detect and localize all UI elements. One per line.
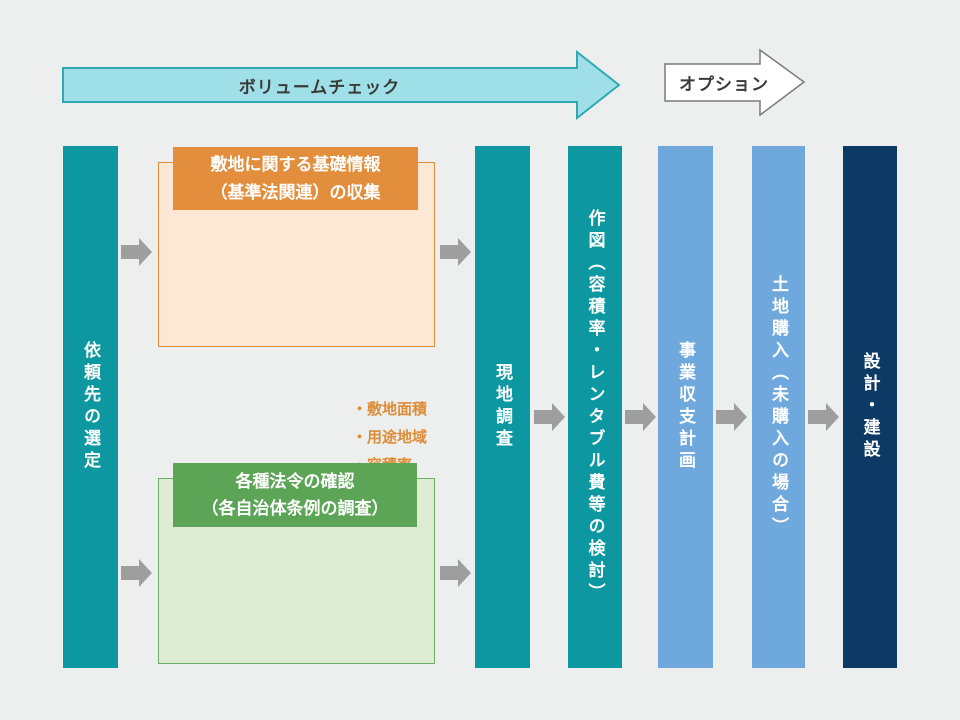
stage-bar-site-survey: 現地調査 (475, 146, 530, 668)
stage-bar-business-plan: 事業収支計画 (658, 146, 713, 668)
site-info-box-title: 敷地に関する基礎情報 （基準法関連）の収集 (173, 147, 418, 210)
flow-arrow-icon (440, 238, 471, 266)
site-info-title-line1: 敷地に関する基礎情報 (210, 155, 381, 175)
flow-arrow-icon (534, 403, 565, 431)
stage-label-design-construction: 設計・建設 (860, 352, 880, 462)
list-item: ・敷地面積 (352, 401, 428, 418)
flow-arrow-icon (716, 403, 747, 431)
option-label: オプション (679, 75, 769, 94)
stage-label-land-purchase: 土地購入（未購入の場合） (769, 275, 788, 539)
stage-label-site-survey: 現地調査 (493, 363, 512, 451)
volume-check-label: ボリュームチェック (238, 77, 401, 97)
stage-label-drafting: 作図（容積率・レンタブル費等の検討） (585, 209, 605, 605)
laws-info-box-title: 各種法令の確認 （各自治体条例の調査） (173, 463, 417, 527)
flow-arrow-icon (808, 403, 839, 431)
laws-title-line1: 各種法令の確認 (235, 471, 355, 491)
flow-arrow-icon (121, 559, 152, 587)
option-arrow-icon (664, 48, 806, 117)
stage-label-business-plan: 事業収支計画 (676, 341, 695, 473)
stage-label-client-selection: 依頼先の選定 (81, 341, 100, 473)
stage-bar-design-construction: 設計・建設 (843, 146, 897, 668)
stage-bar-client-selection: 依頼先の選定 (63, 146, 118, 668)
flow-arrow-icon (121, 238, 152, 266)
site-info-title-line2: （基準法関連）の収集 (210, 182, 381, 202)
stage-bar-drafting: 作図（容積率・レンタブル費等の検討） (568, 146, 622, 668)
list-item: ・用途地域 (352, 429, 428, 446)
flow-arrow-icon (440, 559, 471, 587)
flow-arrow-icon (625, 403, 656, 431)
volume-check-arrow-icon (62, 50, 621, 120)
stage-bar-land-purchase: 土地購入（未購入の場合） (752, 146, 805, 668)
laws-title-line2: （各自治体条例の調査） (201, 499, 389, 518)
